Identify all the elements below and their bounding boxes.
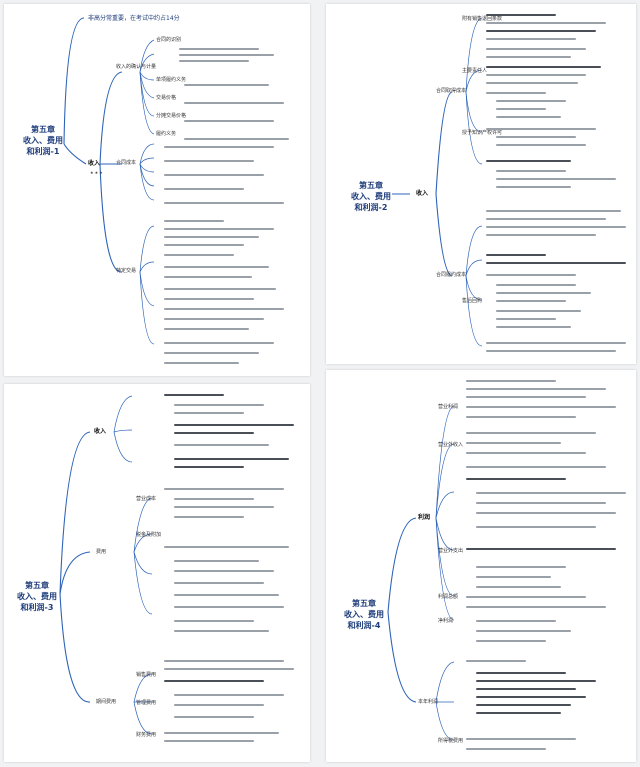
page-1-note: 非高分常重要，在考试中约占14分 (88, 15, 180, 22)
page-3-branch-expense: 费用 (96, 549, 107, 555)
page-4-label-f: 净利润 (438, 618, 454, 624)
page-1-label-step4: 分摊交易价格 (156, 113, 187, 119)
page-3-label-c: 税金及附加 (136, 532, 162, 538)
mindmap-connectors-1 (63, 17, 155, 345)
page-1-label-step2: 单项履约义务 (156, 77, 187, 83)
page-3-label-b: 营业成本 (136, 496, 157, 502)
page-1-label-contract: 合同成本 (116, 160, 137, 166)
page-2-branch-income: 收入 (416, 190, 429, 197)
page-4-label-b: 营业利润 (438, 404, 459, 410)
page-2-label-c: 附有销售退回条款 (462, 16, 503, 22)
mindmap-connectors-3 (59, 395, 153, 735)
page-1-label-special: 特定交易 (116, 268, 137, 274)
mindmap-connectors-4 (387, 405, 455, 741)
page-1-label-step3: 交易价格 (156, 95, 177, 101)
page-4-label-d: 营业外支出 (438, 548, 464, 554)
page-2-label-f: 售后回购 (462, 298, 483, 304)
page-3-root-title: 第五章 收入、费用 和利润-3 (17, 581, 57, 612)
mindmap-page-1: 第五章 收入、费用 和利润-1 非高分常重要，在考试中约占14分 收入 ★★★ … (4, 4, 310, 376)
page-1-branch-income: 收入 (88, 160, 101, 167)
page-4-label-g: 所得税费用 (438, 738, 464, 744)
page-2-label-e: 授予知识产权许可 (462, 130, 503, 136)
page-3-label-d: 销售费用 (136, 672, 157, 678)
page-3-label-f: 财务费用 (136, 732, 157, 738)
page-4-root-title: 第五章 收入、费用 和利润-4 (344, 599, 384, 630)
page-4-label-c: 营业外收入 (438, 442, 464, 448)
page-1-stars: ★★★ (90, 170, 104, 175)
page-1-label-recognition: 收入的确认与计量 (116, 64, 157, 70)
page-3-label-e: 管理费用 (136, 700, 157, 706)
page-3-branch-income: 收入 (94, 428, 107, 435)
page-4-branch-profit: 利润 (418, 514, 431, 521)
page-4-label-a: 本年利润 (418, 699, 439, 705)
mindmap-page-2: 第五章 收入、费用 和利润-2 收入 合同取得成本 合同履约成本 附有销售退回条… (326, 4, 636, 364)
page-4-label-e: 利润总额 (438, 594, 459, 600)
page-2-label-a: 合同取得成本 (436, 88, 467, 94)
mindmap-connectors-2 (391, 17, 483, 347)
page-2-label-b: 合同履约成本 (436, 272, 467, 278)
page-1-label-step5: 履约义务 (156, 131, 177, 137)
page-2-root-title: 第五章 收入、费用 和利润-2 (351, 181, 391, 212)
page-1-root-title: 第五章 收入、费用 和利润-1 (23, 125, 63, 156)
mindmap-page-3: 第五章 收入、费用 和利润-3 收入 费用 期间费用 营业成本 税金及附加 销售… (4, 384, 310, 762)
page-3-label-a: 期间费用 (96, 699, 117, 705)
page-1-label-step1: 合同的识别 (156, 37, 182, 43)
mindmap-page-4: 第五章 收入、费用 和利润-4 利润 本年利润 营业利润 营业外收入 营业外支出… (326, 370, 636, 762)
page-2-label-d: 主要责任人 (462, 68, 488, 74)
